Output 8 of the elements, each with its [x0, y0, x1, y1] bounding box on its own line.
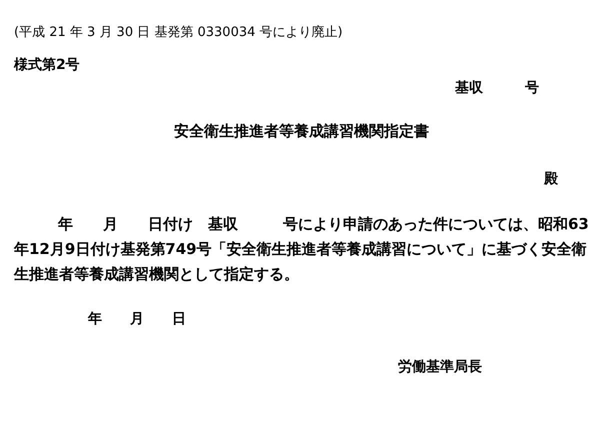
- form-number: 様式第2号: [14, 56, 80, 74]
- issuer-title: 労働基準局長: [398, 358, 482, 376]
- repeal-note: (平成 21 年 3 月 30 日 基発第 0330034 号により廃止): [14, 24, 343, 42]
- designation-paragraph: 年 月 日付け 基収 号により申請のあった件については、昭和63年12月9日付け基発第749号「安全衛生推進者等養成講習について」に基づく安全衛生推進者等養成講習機関として指定する。: [14, 214, 590, 285]
- document-title: 安全衛生推進者等養成講習機関指定書: [173, 122, 430, 140]
- date-field: 年 月 日: [88, 310, 186, 328]
- addressee-honorific: 殿: [544, 170, 558, 188]
- document-number-field: 基収 号: [455, 79, 539, 97]
